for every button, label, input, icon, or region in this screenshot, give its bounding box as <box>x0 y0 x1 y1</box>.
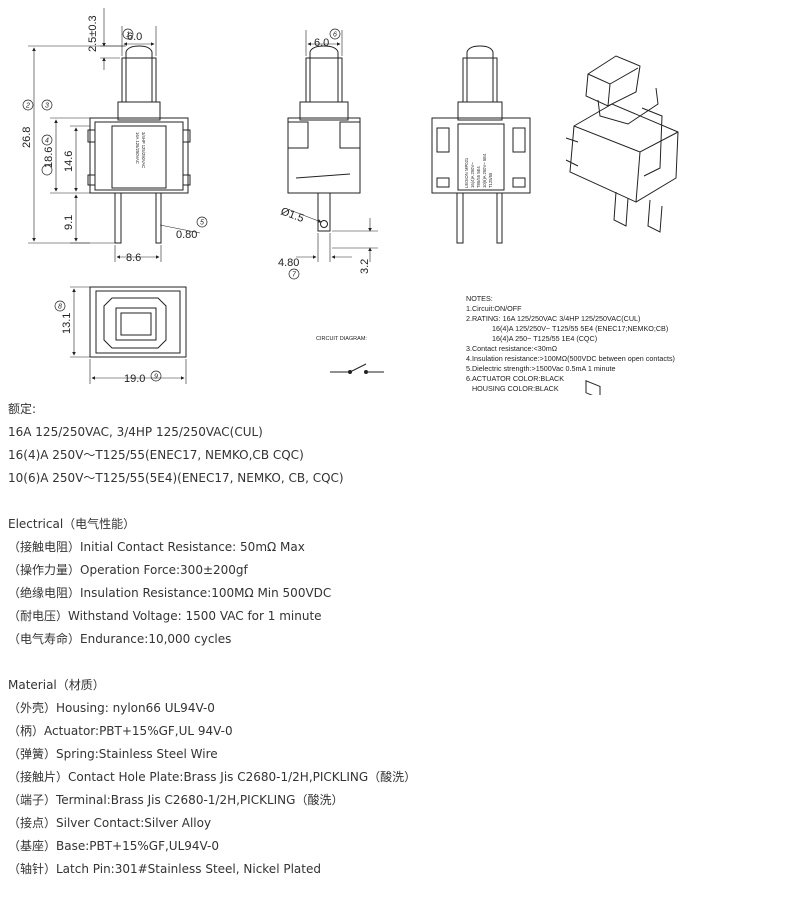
dim-4-80: 4.80 <box>278 257 299 269</box>
rating-line: 16A 125/250VAC, 3/4HP 125/250VAC(CUL) <box>8 425 263 439</box>
material-heading: Material（材质） <box>8 678 105 692</box>
electrical-line: （电气寿命）Endurance:10,000 cycles <box>8 632 232 646</box>
circuit-diagram <box>330 363 384 374</box>
material-line: （接触片）Contact Hole Plate:Brass Jis C2680-… <box>8 770 417 784</box>
callout-2: 2 <box>25 103 30 110</box>
callout-4: 4 <box>45 138 49 145</box>
callout-1: 1 <box>126 32 130 39</box>
dim-26-8: 26.8 <box>21 127 33 148</box>
front-label-line-1: LEGION MP021 <box>464 157 469 188</box>
dim-0-80: 0.80 <box>176 229 197 241</box>
notes-line: 2.RATING: 16A 125/250VAC 3/4HP 125/250VA… <box>466 314 641 323</box>
material-line: （基座）Base:PBT+15%GF,UL94V-0 <box>8 839 220 853</box>
front-label-line-4: 10(6)A 250V~ 5E4 <box>482 153 487 188</box>
electrical-line: （绝缘电阻）Insulation Resistance:100MΩ Min 50… <box>8 586 332 600</box>
dim-8-6: 8.6 <box>126 252 141 264</box>
notes-line: 3.Contact resistance:<30mΩ <box>466 344 558 353</box>
dim-2-5: 2.5±0.3 <box>87 15 99 52</box>
callout-8: 8 <box>58 304 62 311</box>
isometric-view <box>565 55 679 395</box>
left-elevation-view <box>22 8 208 262</box>
front-label-line-5: T125/55 <box>488 172 493 188</box>
callout-5: 5 <box>200 220 204 227</box>
side-label-line-2: 3/4HP 125/250VAC <box>141 132 146 168</box>
dim-6-0-left: 6.0 <box>127 31 142 43</box>
notes-line: 6.ACTUATOR COLOR:BLACK <box>466 374 564 383</box>
front-elevation-view <box>431 45 531 244</box>
dim-14-6: 14.6 <box>63 151 75 172</box>
material-line: （轴针）Latch Pin:301#Stainless Steel, Nicke… <box>8 862 321 876</box>
callout-6: 6 <box>333 32 337 39</box>
rating-line: 16(4)A 250V～T125/55(ENEC17, NEMKO,CB CQC… <box>8 448 304 462</box>
rating-line: 10(6)A 250V～T125/55(5E4)(ENEC17, NEMKO, … <box>8 471 344 485</box>
electrical-heading: Electrical（电气性能） <box>8 517 136 531</box>
notes-line: 5.Dielectric strength:>1500Vac 0.5mA 1 m… <box>466 364 616 373</box>
dim-3-2: 3.2 <box>359 259 371 274</box>
material-line: （端子）Terminal:Brass Jis C2680-1/2H,PICKLI… <box>8 793 344 807</box>
notes-line: 1.Circuit:ON/OFF <box>466 304 522 313</box>
notes-line: 4.Insulation resistance:>100MΩ(500VDC be… <box>466 354 675 363</box>
callout-7: 7 <box>292 272 297 279</box>
notes-line: 16(4)A 250~ T125/55 1E4 (CQC) <box>466 334 598 343</box>
dim-dia-1-5: Ø1.5 <box>279 206 306 225</box>
drawing-notes: NOTES: 1.Circuit:ON/OFF 2.RATING: 16A 12… <box>466 294 675 394</box>
material-line: （外壳）Housing: nylon66 UL94V-0 <box>8 701 215 715</box>
circuit-diagram-title: CIRCUIT DIAGRAM: <box>316 336 367 342</box>
bottom-view <box>54 286 187 384</box>
dim-18-6: 18.6 <box>43 147 55 168</box>
dim-6-0-side: 6.0 <box>314 37 329 49</box>
notes-line: NOTES: <box>466 294 493 303</box>
ratings-heading: 额定: <box>8 402 37 416</box>
callout-9: 9 <box>154 374 158 381</box>
electrical-line: （操作力量）Operation Force:300±200gf <box>8 563 248 577</box>
material-line: （弹簧）Spring:Stainless Steel Wire <box>8 747 218 761</box>
front-label-line-3: T85/55 5E4 <box>476 166 481 188</box>
dim-13-1: 13.1 <box>61 313 73 334</box>
front-label-line-2: 16(4)A 250V~ <box>470 162 475 188</box>
dim-9-1: 9.1 <box>63 215 75 230</box>
specifications: 额定: 16A 125/250VAC, 3/4HP 125/250VAC(CUL… <box>8 398 778 881</box>
material-line: （柄）Actuator:PBT+15%GF,UL 94V-0 <box>8 724 233 738</box>
notes-line: 16(4)A 125/250V~ T125/55 5E4 (ENEC17;NEM… <box>466 324 669 333</box>
callout-3: 3 <box>45 103 49 110</box>
technical-drawing: 2.5±0.3 6.0 26.8 18.6 14.6 9.1 0.80 8.6 … <box>21 8 679 395</box>
material-line: （接点）Silver Contact:Silver Alloy <box>8 816 212 830</box>
dim-19-0: 19.0 <box>124 373 145 385</box>
side-elevation-view <box>287 28 378 280</box>
electrical-line: （接触电阻）Initial Contact Resistance: 50mΩ M… <box>8 540 305 554</box>
side-label-line-1: 16A 125/250VAC <box>135 132 140 164</box>
electrical-line: （耐电压）Withstand Voltage: 1500 VAC for 1 m… <box>8 609 322 623</box>
notes-line: HOUSING COLOR:BLACK <box>466 384 559 393</box>
